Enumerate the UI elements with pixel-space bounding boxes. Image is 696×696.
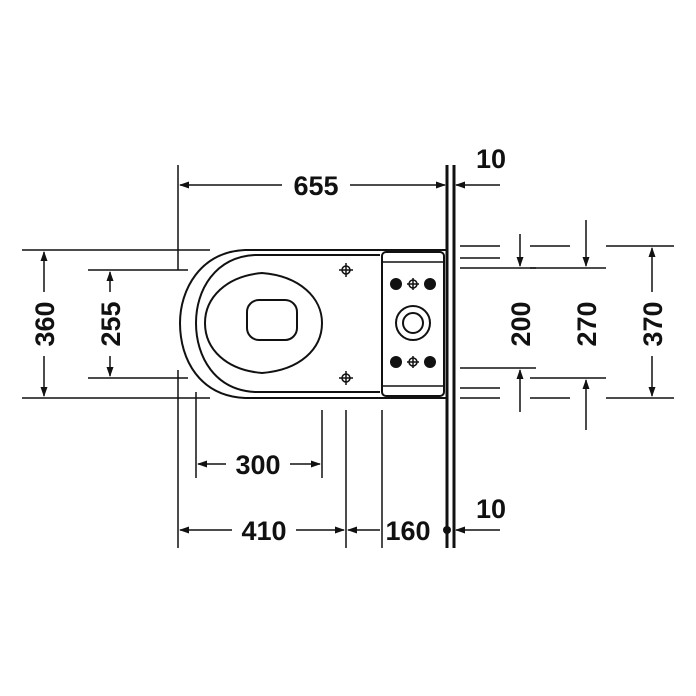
dimension-lines (40, 181, 656, 534)
dim-tank-inner-width: 270 (572, 301, 602, 346)
extension-lines (22, 165, 674, 548)
dim-tank-outer-width: 370 (638, 301, 668, 346)
wall (445, 165, 456, 548)
dim-seat-width: 255 (96, 301, 126, 346)
fixing-points (339, 263, 353, 385)
dim-overall-width: 360 (30, 301, 60, 346)
dim-seat-length: 300 (235, 450, 280, 480)
dim-fixing-to-wall: 160 (385, 516, 430, 546)
toilet-outline (178, 249, 447, 399)
dim-wall-gap-top: 10 (476, 144, 506, 174)
dim-bowl-to-fixing: 410 (241, 516, 286, 546)
dim-tank-holes-spacing: 200 (506, 301, 536, 346)
dim-wall-gap-bottom: 10 (476, 494, 506, 524)
tank-fittings (390, 278, 436, 368)
dim-overall-length: 655 (293, 171, 338, 201)
